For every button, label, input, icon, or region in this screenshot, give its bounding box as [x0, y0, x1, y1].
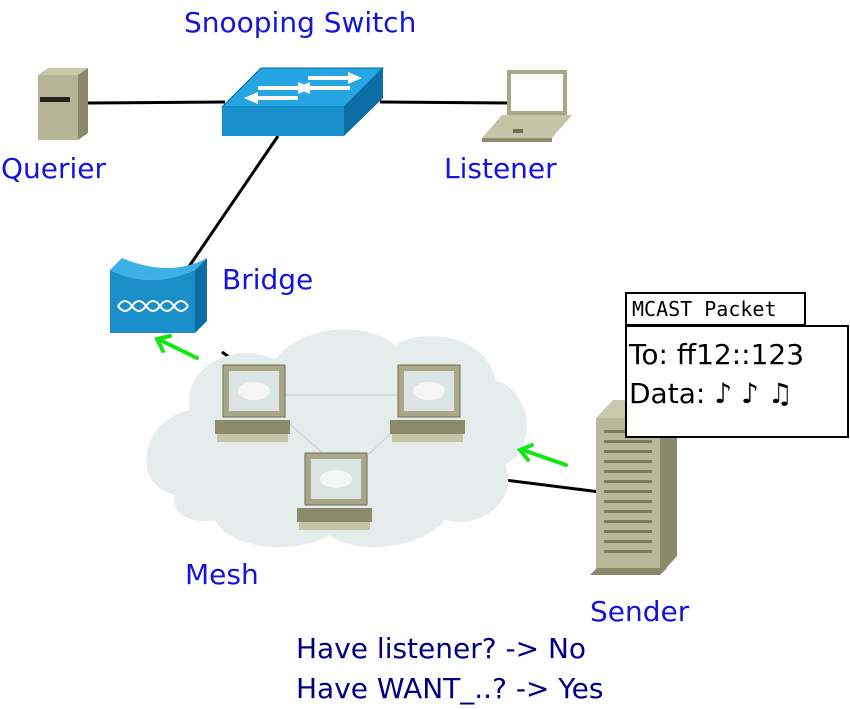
label-bridge: Bridge	[222, 263, 314, 296]
link-switch-listener	[379, 100, 509, 105]
link-mesh-sender	[504, 478, 601, 494]
connections	[87, 100, 601, 494]
workstation-icon	[215, 364, 290, 442]
packet-body: To: ff12::123 Data: ♪ ♪ ♫	[625, 325, 849, 438]
bridge-icon	[110, 258, 207, 333]
question-listener: Have listener? -> No	[296, 632, 587, 665]
mesh-link-b	[284, 419, 326, 456]
arrow-icon	[516, 443, 568, 467]
link-switch-bridge	[186, 135, 280, 269]
question-want: Have WANT_..? -> Yes	[296, 672, 604, 705]
arrow-icon	[154, 334, 199, 360]
switch-icon	[220, 67, 385, 136]
workstation-icon	[297, 452, 372, 530]
packet-title-box: MCAST Packet	[625, 292, 806, 326]
server-icon	[38, 68, 88, 140]
label-querier: Querier	[1, 152, 107, 185]
label-snooping-switch: Snooping Switch	[184, 6, 417, 39]
packet-data: Data: ♪ ♪ ♫	[629, 377, 793, 410]
workstation-icon	[390, 364, 465, 442]
link-querier-switch	[87, 100, 226, 105]
laptop-icon	[482, 70, 572, 142]
label-listener: Listener	[444, 152, 557, 185]
label-sender: Sender	[590, 595, 690, 628]
packet-destination: To: ff12::123	[629, 338, 805, 371]
packet-title: MCAST Packet	[632, 297, 777, 321]
label-mesh: Mesh	[185, 558, 259, 591]
